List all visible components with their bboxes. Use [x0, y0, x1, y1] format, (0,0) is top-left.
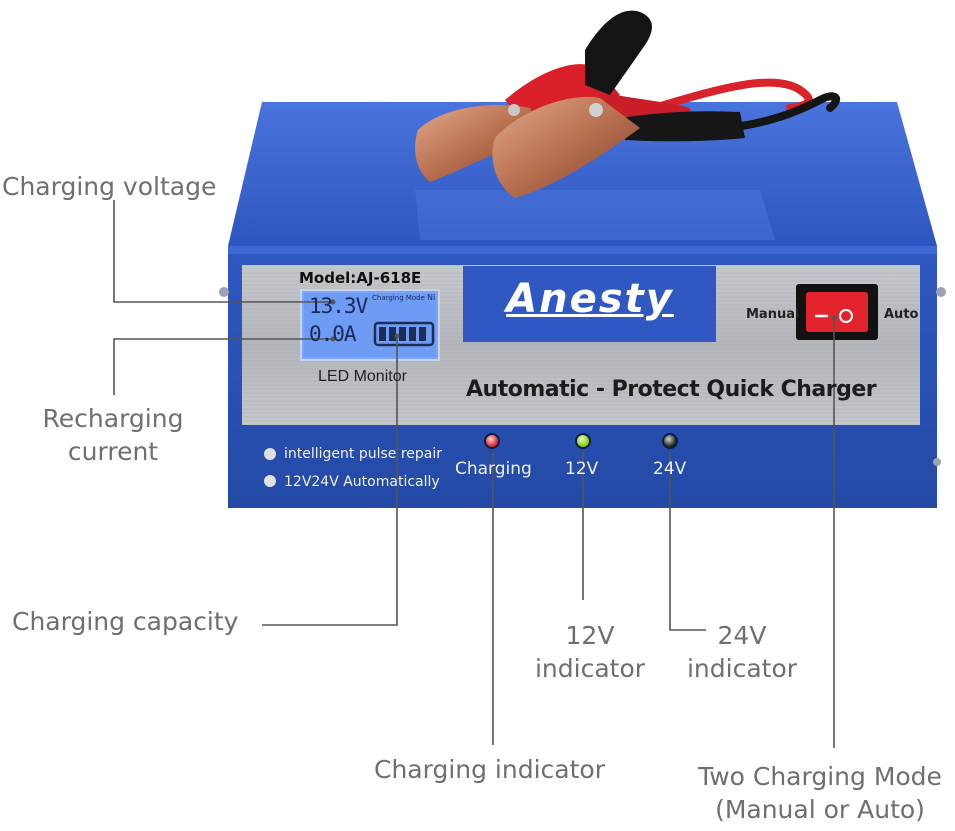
lcd-current-readout: 0.0A — [309, 322, 357, 346]
case-top-reflection — [415, 190, 775, 240]
indicator-leds — [484, 433, 678, 449]
callout-12v-indicator: 12V indicator — [520, 619, 660, 685]
brand-badge — [463, 266, 716, 342]
callout-charging-capacity: Charging capacity — [12, 607, 239, 636]
callout-charging-mode: Two Charging Mode (Manual or Auto) — [686, 760, 954, 826]
lcd-caption: LED Monitor — [318, 368, 407, 385]
feature-bullet-2 — [264, 475, 276, 487]
screw-right-bottom — [933, 458, 941, 466]
callout-12v-line2: indicator — [534, 654, 646, 683]
lcd-mode-label: Charging Mode — [372, 294, 425, 302]
battery-bar — [409, 327, 416, 341]
leader-dot — [330, 336, 336, 342]
lcd-mode-short: Ni — [427, 293, 436, 302]
feature-text-1: intelligent pulse repair — [284, 446, 443, 462]
24v-leader — [669, 452, 706, 631]
feature-bullet-1 — [264, 448, 276, 460]
lcd-inner — [304, 293, 436, 357]
leader-dot — [394, 333, 400, 339]
callout-recharging-current-line2: current — [67, 437, 159, 466]
black-clamp — [492, 10, 745, 198]
lcd-battery-bars — [379, 327, 426, 341]
leader-dot — [330, 299, 336, 305]
product-title: Automatic - Protect Quick Charger — [466, 377, 877, 402]
feature-text-2: 12V24V Automatically — [284, 474, 440, 490]
24v-led-highlight — [664, 435, 676, 447]
leader-dot — [831, 315, 837, 321]
lcd-battery-icon — [373, 321, 435, 347]
case-front-edge — [228, 246, 937, 254]
capacity-leader — [262, 336, 398, 626]
callout-recharging-current: Recharging current — [20, 402, 206, 468]
battery-bar — [399, 327, 406, 341]
current-leader — [113, 338, 333, 395]
screw-left-top — [219, 287, 229, 297]
led-label-12v: 12V — [565, 459, 599, 479]
battery-bar — [419, 327, 426, 341]
callout-charging-indicator: Charging indicator — [374, 755, 605, 784]
model-label: Model:AJ-618E — [299, 269, 422, 287]
callout-charging-mode-line1: Two Charging Mode — [698, 762, 942, 791]
screw-right-top — [936, 287, 946, 297]
callout-24v-line2: indicator — [686, 654, 798, 683]
brand-logo: Anesty — [506, 276, 674, 322]
callout-24v-indicator: 24V indicator — [672, 619, 812, 685]
callout-charging-voltage: Charging voltage — [2, 172, 217, 201]
led-label-24v: 24V — [653, 459, 687, 479]
battery-bar — [379, 327, 386, 341]
switch-label-auto: Auto — [884, 307, 919, 322]
mode-switch[interactable] — [806, 292, 868, 332]
switch-label-manual: Manual — [746, 307, 800, 322]
lcd-voltage-readout: 13.3V — [309, 294, 368, 318]
12v-led-highlight — [577, 435, 589, 447]
charging-led-highlight — [486, 435, 498, 447]
callout-24v-line1: 24V — [717, 621, 767, 650]
callout-12v-line1: 12V — [565, 621, 615, 650]
case-top — [228, 102, 937, 246]
callout-lines — [113, 200, 837, 748]
battery-bar — [389, 327, 396, 341]
callout-charging-mode-line2: (Manual or Auto) — [715, 795, 925, 824]
switch-ring-symbol — [839, 309, 853, 323]
led-label-charging: Charging — [455, 459, 532, 479]
callout-recharging-current-line1: Recharging — [42, 404, 184, 433]
voltage-leader — [113, 200, 333, 303]
